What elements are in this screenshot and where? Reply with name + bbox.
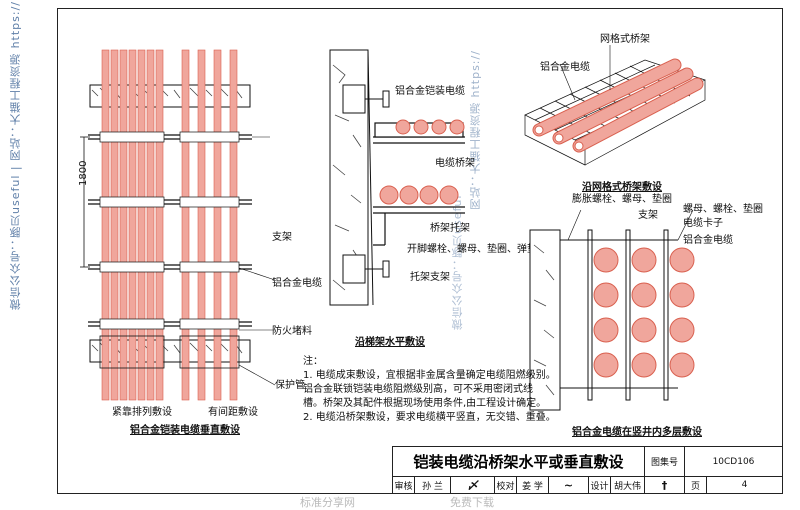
label-mesh-tray: 网格式桥架 bbox=[600, 34, 650, 45]
mesh-tray-cables bbox=[532, 58, 704, 153]
label-bolts: 开脚螺栓、螺母、垫圈、弹垫 bbox=[407, 244, 537, 255]
footer-left: 标准分享网 bbox=[300, 496, 355, 509]
note-line-2: 铝合金联锁铠装电缆阻燃级别高，可不采用密闭式线 bbox=[303, 384, 533, 395]
page-label: 页 bbox=[685, 477, 707, 494]
cables-tight-group bbox=[101, 49, 164, 401]
protection-pipes bbox=[99, 335, 240, 369]
label-al-cable: 铝合金电缆 bbox=[272, 278, 322, 289]
review-label: 审核 bbox=[393, 477, 415, 494]
vertical-laying-drawing bbox=[80, 49, 276, 401]
shaft-support-frame bbox=[560, 229, 678, 401]
check-name: 姜 学 bbox=[517, 477, 549, 494]
cable-clamps bbox=[99, 131, 240, 330]
shaft-laying-drawing bbox=[529, 210, 695, 411]
note-line-4: 2. 电缆沿桥架敷设，要求电缆横平竖直，无交错、重叠。 bbox=[303, 412, 556, 423]
label-shaft-support: 支架 bbox=[638, 210, 658, 221]
atlas-number: 10CD106 bbox=[685, 447, 783, 477]
watermark-left: 微信公众号：豚贝useful | 网站：大猫工程资源 https:// bbox=[9, 1, 22, 310]
label-fire-block: 防火堵料 bbox=[272, 326, 312, 337]
ladder-laying-drawing bbox=[329, 49, 465, 306]
shaft-cables bbox=[593, 247, 695, 378]
dimension-label: 1800 bbox=[78, 160, 89, 186]
cables-tier-1 bbox=[395, 119, 465, 135]
sub-caption-tight: 紧靠排列敷设 bbox=[112, 407, 172, 418]
bracket-2 bbox=[373, 206, 465, 246]
label-armored-cable: 铝合金铠装电缆 bbox=[395, 86, 465, 97]
design-signature: † bbox=[645, 477, 685, 494]
sub-caption-spaced: 有间距敷设 bbox=[208, 407, 258, 418]
title-block: 铠装电缆沿桥架水平或垂直敷设 图集号 10CD106 审核 孙 兰 〆 校对 姜… bbox=[392, 446, 783, 494]
caption-ladder: 沿梯架水平敷设 bbox=[355, 337, 425, 348]
atlas-label: 图集号 bbox=[645, 447, 685, 477]
note-line-3: 槽。桥架及其配件根据现场使用条件,由工程设计确定。 bbox=[303, 398, 547, 409]
label-expansion-bolt: 膨胀螺栓、螺母、垫圈 bbox=[572, 194, 672, 205]
caption-mesh-tray: 沿网格式桥架敷设 bbox=[582, 182, 662, 193]
caption-vertical: 铝合金铠装电缆垂直敷设 bbox=[130, 425, 240, 436]
label-protect-pipe: 保护管 bbox=[275, 380, 305, 391]
label-mesh-cable: 铝合金电缆 bbox=[540, 62, 590, 73]
check-signature: ~ bbox=[549, 477, 589, 494]
anchor-top bbox=[342, 84, 390, 114]
shaft-wall bbox=[529, 229, 561, 411]
label-clip: 电缆卡子 bbox=[683, 218, 723, 229]
cables-spaced-group bbox=[181, 49, 238, 401]
label-screw: 螺母、螺栓、垫圈 bbox=[683, 204, 763, 215]
label-support: 支架 bbox=[272, 232, 292, 243]
review-signature: 〆 bbox=[451, 477, 495, 494]
footer-right: 免费下载 bbox=[450, 496, 494, 509]
label-bracket: 托架支架 bbox=[410, 272, 450, 283]
mesh-tray-drawing bbox=[524, 45, 706, 166]
label-bracket-support: 桥架托架 bbox=[430, 223, 470, 234]
anchor-bottom bbox=[342, 254, 390, 284]
dimension-1800 bbox=[80, 136, 90, 268]
check-label: 校对 bbox=[495, 477, 517, 494]
cables-tier-2 bbox=[379, 185, 459, 205]
page-number: 4 bbox=[707, 477, 783, 494]
design-label: 设计 bbox=[589, 477, 611, 494]
design-name: 胡大伟 bbox=[611, 477, 645, 494]
review-name: 孙 兰 bbox=[415, 477, 451, 494]
notes-block: 注： 1. 电缆成束敷设，宜根据非金属含量确定电缆阻燃级别。 铝合金联锁铠装电缆… bbox=[303, 355, 556, 425]
note-line-1: 1. 电缆成束敷设，宜根据非金属含量确定电缆阻燃级别。 bbox=[303, 370, 556, 381]
drawing-title: 铠装电缆沿桥架水平或垂直敷设 bbox=[393, 447, 645, 477]
label-shaft-cable: 铝合金电缆 bbox=[683, 235, 733, 246]
label-ladder: 电缆桥架 bbox=[435, 158, 475, 169]
notes-head: 注： bbox=[303, 356, 323, 367]
caption-shaft: 铝合金电缆在竖井内多层敷设 bbox=[572, 427, 702, 438]
